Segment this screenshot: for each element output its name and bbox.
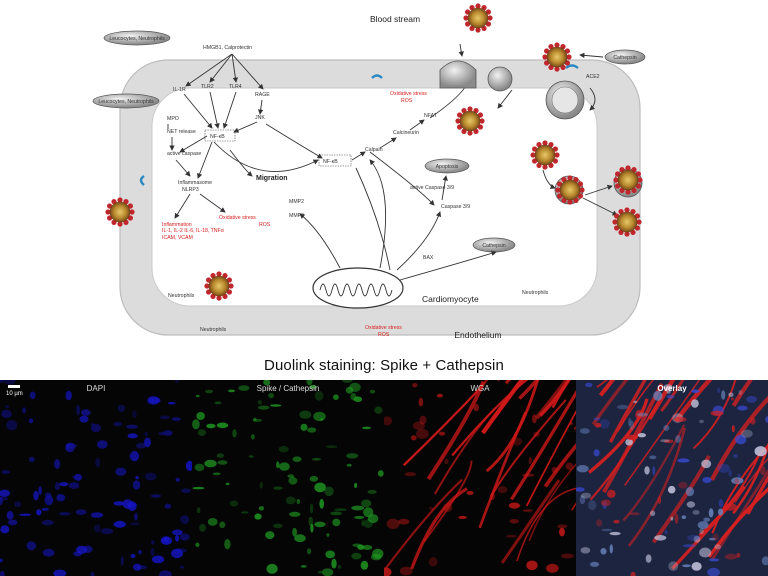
mmp2-label: MMP2 — [289, 199, 304, 205]
virus-icon — [204, 271, 234, 301]
panel-image — [0, 380, 192, 576]
virus-icon — [105, 197, 135, 227]
cathepsin-label: Cathepsin — [482, 243, 505, 249]
calpain-label: Calpain — [365, 147, 383, 153]
virus-icon — [555, 175, 585, 205]
nfkb-node-nucleus — [318, 154, 352, 167]
cytokines-label: IL-1, IL-2 IL-6, IL-18, TNFα — [162, 228, 224, 234]
virus-icon — [612, 207, 642, 237]
calcineurin-label: Calcineurin — [393, 130, 419, 136]
panel-image — [384, 380, 576, 576]
hmgb1-label: HMGB1, Calprotectin — [203, 45, 252, 51]
scale-bar — [8, 385, 20, 388]
panel-label-overlay: Overlay — [657, 384, 687, 393]
nfkb-label: NF-κB — [210, 134, 225, 140]
apoptosis-label: Apoptosis — [436, 164, 459, 170]
panel-label-wga: WGA — [470, 384, 490, 393]
microscopy-panel-wga: WGA — [384, 380, 576, 576]
virus-icon — [455, 106, 485, 136]
tlr4-label: TLR4 — [229, 84, 242, 90]
oxidative-stress-label: Oxidative stress — [219, 215, 256, 221]
oxidative-stress-label: Oxidative stress — [365, 325, 402, 331]
active-caspase-39-label: active Caspase 3/9 — [410, 185, 454, 191]
ros-label: ROS — [259, 222, 271, 228]
leukocytes-label: Leucocytes, Neutrophils — [109, 36, 165, 42]
inflammation-label: Inflammation — [162, 222, 192, 228]
panel-label-dapi: DAPI — [86, 384, 106, 393]
nfat-label: NFAT — [424, 113, 438, 119]
scale-bar-label: 10 µm — [6, 391, 23, 397]
neutrophils-label: Neutrophils — [168, 293, 195, 299]
endothelium-label: Endothelium — [454, 330, 501, 340]
cathepsin-node — [604, 49, 646, 65]
virus-icon — [542, 42, 572, 72]
blood-stream-label: Blood stream — [370, 14, 420, 24]
migration-label: Migration — [256, 175, 288, 182]
rage-label: RAGE — [255, 92, 270, 98]
bax-label: BAX — [423, 255, 434, 261]
mmp9-label: MMP9 — [289, 213, 304, 219]
panel-image — [192, 380, 384, 576]
microscopy-panel-spike-cathepsin: Spike / Cathepsin — [192, 380, 384, 576]
virus-icon — [463, 3, 493, 33]
leukocyte-cell — [92, 93, 160, 109]
nfkb-node — [204, 129, 236, 142]
panel-image — [576, 380, 768, 576]
net-release-label: NET release — [167, 129, 196, 135]
virus-icon — [613, 165, 643, 195]
nlrp3-label: NLRP3 — [182, 187, 199, 193]
il1r-label: IL-1R — [173, 87, 186, 93]
microscopy-panel-dapi: DAPI — [0, 380, 192, 576]
apoptosis-node — [424, 158, 470, 174]
tlr2-label: TLR2 — [201, 84, 214, 90]
active-caspase-label: active caspase — [167, 151, 201, 157]
inflammasome-label: Inflammasome — [178, 180, 212, 186]
caspase-39-label: Caspase 3/9 — [441, 204, 470, 210]
panel-label-spike-cathepsin: Spike / Cathepsin — [256, 384, 320, 393]
oxidative-stress-label: Oxidative stress — [390, 91, 427, 97]
virus-particles — [105, 3, 643, 301]
jnk-label: JNK — [255, 115, 265, 121]
figure-title: Duolink staining: Spike + Cathepsin — [264, 357, 504, 374]
mpo-label: MPO — [167, 116, 179, 122]
leukocyte-cell — [103, 30, 171, 46]
ace2-label: ACE2 — [586, 74, 600, 80]
mitochondrion — [312, 267, 404, 309]
microscopy-panel-overlay: Overlay — [576, 380, 768, 576]
cathepsin-label: Cathepsin — [613, 55, 636, 61]
nfkb-label: NF-κB — [323, 159, 338, 165]
virus-icon — [530, 140, 560, 170]
leukocytes-label: Leucocytes, Neutrophils — [98, 99, 154, 105]
pathway-connectors — [167, 53, 497, 281]
ros-label: ROS — [378, 332, 390, 338]
ros-label: ROS — [401, 98, 413, 104]
adhesion-molecules-label: ICAM, VCAM — [162, 235, 193, 241]
neutrophils-label: Neutrophils — [522, 290, 549, 296]
cardiomyocyte-label: Cardiomyocyte — [422, 294, 479, 304]
neutrophils-label: Neutrophils — [200, 327, 227, 333]
